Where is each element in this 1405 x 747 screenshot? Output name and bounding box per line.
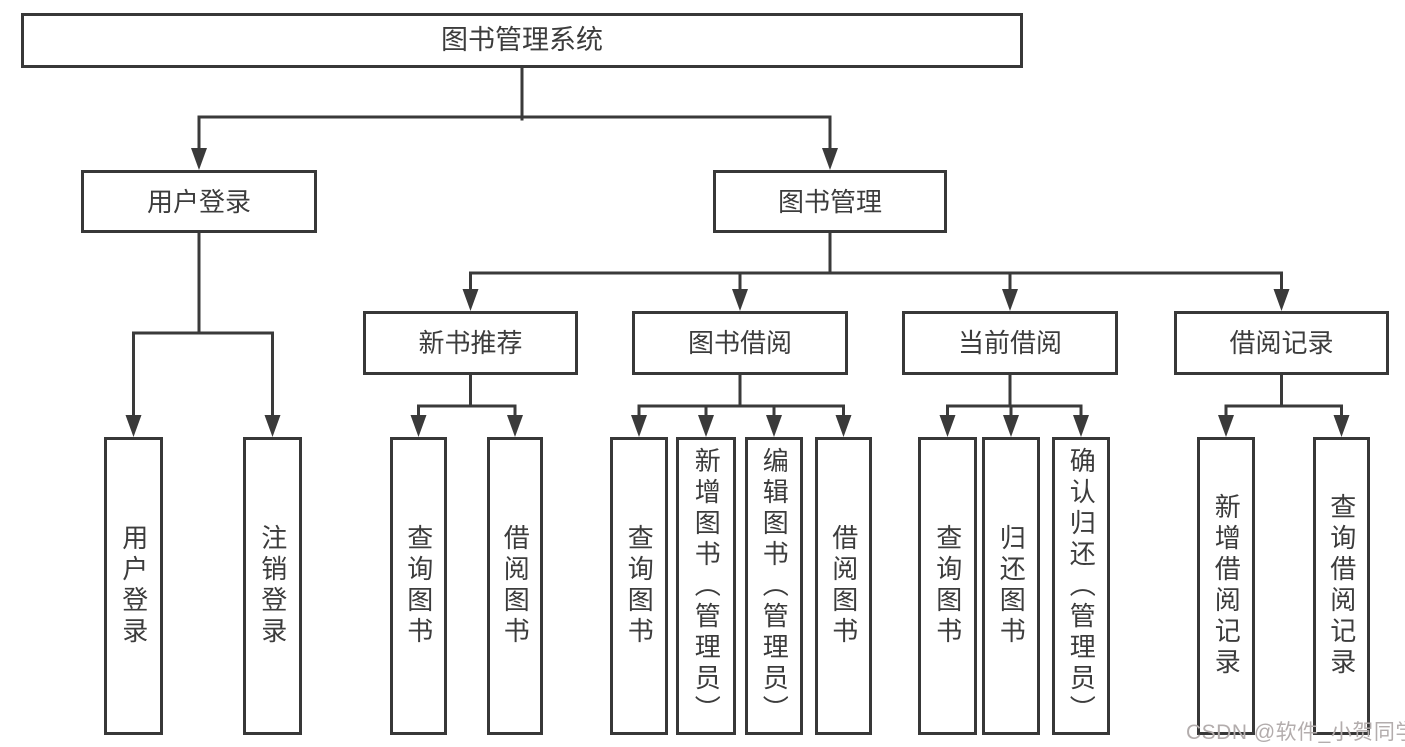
leaf-borrow-books-2-label: 借阅图书 — [828, 524, 859, 648]
leaf-query-books-1: 查询图书 — [390, 437, 447, 735]
leaf-confirm-return-admin: 确认归还（管理员） — [1052, 437, 1110, 735]
leaf-edit-book-admin: 编辑图书（管理员） — [745, 437, 803, 735]
leaf-user-login-label: 用户登录 — [118, 524, 149, 648]
leaf-borrow-books-1-label: 借阅图书 — [500, 524, 531, 648]
watermark: CSDN @软件_小贺同学 — [1186, 721, 1405, 744]
leaf-return-book: 归还图书 — [982, 437, 1040, 735]
leaf-add-book-admin-label: 新增图书（管理员） — [691, 446, 722, 726]
leaf-add-borrow-record: 新增借阅记录 — [1197, 437, 1255, 735]
leaf-query-books-2: 查询图书 — [610, 437, 668, 735]
leaf-user-login: 用户登录 — [104, 437, 163, 735]
node-new-book-recommend: 新书推荐 — [363, 311, 578, 375]
leaf-query-books-1-label: 查询图书 — [403, 524, 434, 648]
node-current-borrowing: 当前借阅 — [902, 311, 1118, 375]
leaf-add-book-admin: 新增图书（管理员） — [676, 437, 736, 735]
leaf-edit-book-admin-label: 编辑图书（管理员） — [759, 446, 790, 726]
node-borrowing-records: 借阅记录 — [1174, 311, 1389, 375]
leaf-query-books-2-label: 查询图书 — [624, 524, 655, 648]
arrowheads — [125, 148, 1350, 437]
leaf-query-books-3-label: 查询图书 — [932, 524, 963, 648]
leaf-logout-label: 注销登录 — [257, 524, 288, 648]
leaf-query-borrow-record-label: 查询借阅记录 — [1326, 493, 1357, 679]
leaf-add-borrow-record-label: 新增借阅记录 — [1211, 493, 1242, 679]
node-user-login: 用户登录 — [81, 170, 317, 233]
leaf-logout: 注销登录 — [243, 437, 302, 735]
leaf-confirm-return-admin-label: 确认归还（管理员） — [1066, 446, 1097, 726]
leaf-borrow-books-2: 借阅图书 — [815, 437, 872, 735]
node-library-management-system: 图书管理系统 — [21, 13, 1023, 68]
node-book-borrowing: 图书借阅 — [632, 311, 848, 375]
leaf-query-books-3: 查询图书 — [918, 437, 977, 735]
node-book-management: 图书管理 — [713, 170, 947, 233]
leaf-return-book-label: 归还图书 — [996, 524, 1027, 648]
leaf-query-borrow-record: 查询借阅记录 — [1313, 437, 1370, 735]
leaf-borrow-books-1: 借阅图书 — [487, 437, 543, 735]
